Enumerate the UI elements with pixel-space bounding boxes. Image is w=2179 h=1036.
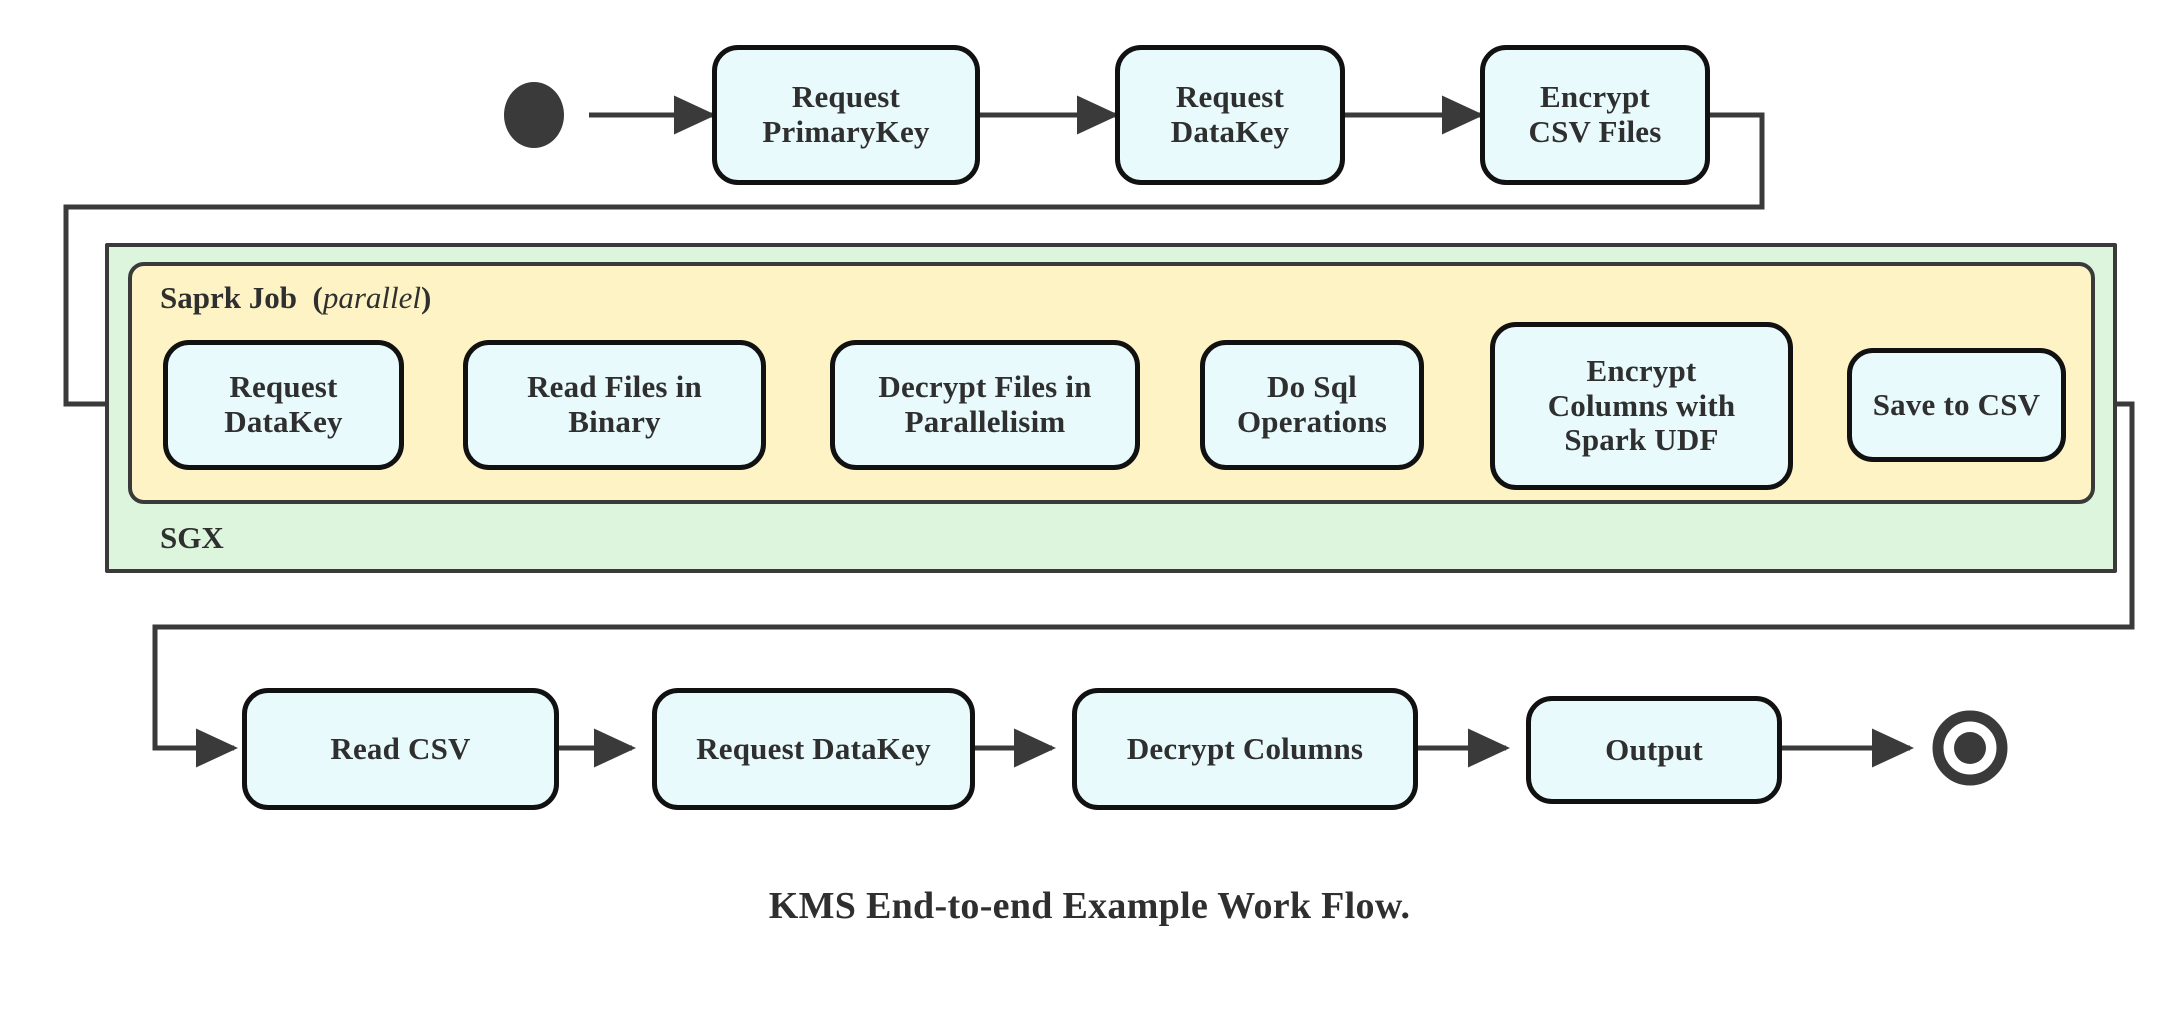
- node-request-datakey-top-line-1: Request: [1175, 79, 1285, 115]
- sgx-label-text: SGX: [160, 520, 224, 555]
- node-request-primarykey[interactable]: Request PrimaryKey: [712, 45, 980, 185]
- spark-job-label: Saprk Job (parallel): [160, 280, 431, 316]
- node-read-files-in-binary-line-2: Binary: [568, 404, 661, 439]
- node-save-to-csv-line-1: Save to CSV: [1872, 386, 2041, 422]
- start-node-icon: [504, 82, 564, 148]
- node-encrypt-columns-with-spark-udf-line-2: Columns with: [1547, 387, 1736, 423]
- spark-job-label-emphasis: parallel: [322, 280, 421, 315]
- node-decrypt-columns-line-1: Decrypt Columns: [1126, 730, 1364, 766]
- node-encrypt-columns-with-spark-udf[interactable]: Encrypt Columns with Spark UDF: [1490, 322, 1793, 490]
- node-read-files-in-binary[interactable]: Read Files in Binary: [463, 340, 766, 470]
- diagram-caption: KMS End-to-end Example Work Flow.: [768, 885, 1411, 927]
- node-decrypt-files-in-parallelisim-line-1: Decrypt Files in: [878, 369, 1092, 405]
- sgx-label: SGX: [160, 520, 224, 556]
- spark-job-label-close-paren: ): [420, 280, 432, 315]
- node-read-csv-line-1: Read CSV: [330, 730, 471, 766]
- node-read-files-in-binary-line-1: Read Files in: [527, 369, 702, 405]
- node-request-datakey-bottom-line-1: Request DataKey: [696, 730, 931, 766]
- node-encrypt-csv-files-line-2: CSV Files: [1528, 114, 1662, 149]
- node-request-primarykey-line-2: PrimaryKey: [762, 114, 930, 149]
- node-encrypt-columns-with-spark-udf-line-1: Encrypt: [1586, 352, 1697, 388]
- node-request-datakey-spark-line-1: Request: [229, 369, 338, 405]
- end-node-icon: [1932, 710, 2008, 786]
- node-decrypt-columns[interactable]: Decrypt Columns: [1072, 688, 1418, 810]
- node-request-datakey-bottom[interactable]: Request DataKey: [652, 688, 975, 810]
- node-do-sql-operations[interactable]: Do Sql Operations: [1200, 340, 1424, 470]
- spark-job-label-main: Saprk Job: [160, 280, 297, 315]
- node-output[interactable]: Output: [1526, 696, 1782, 804]
- node-save-to-csv[interactable]: Save to CSV: [1847, 348, 2066, 462]
- node-do-sql-operations-line-2: Operations: [1236, 404, 1388, 439]
- node-request-datakey-top[interactable]: Request DataKey: [1115, 45, 1345, 185]
- node-do-sql-operations-line-1: Do Sql: [1267, 369, 1357, 405]
- node-request-datakey-spark[interactable]: Request DataKey: [163, 340, 404, 470]
- spark-job-label-open-paren: (: [312, 280, 323, 315]
- node-decrypt-files-in-parallelisim-line-2: Parallelisim: [904, 404, 1066, 439]
- node-request-datakey-spark-line-2: DataKey: [224, 404, 343, 439]
- node-read-csv[interactable]: Read CSV: [242, 688, 559, 810]
- node-request-primarykey-line-1: Request: [791, 79, 901, 115]
- node-encrypt-columns-with-spark-udf-line-3: Spark UDF: [1564, 422, 1719, 458]
- node-decrypt-files-in-parallelisim[interactable]: Decrypt Files in Parallelisim: [830, 340, 1140, 470]
- node-request-datakey-top-line-2: DataKey: [1170, 114, 1290, 149]
- node-encrypt-csv-files[interactable]: Encrypt CSV Files: [1480, 45, 1710, 185]
- node-output-line-1: Output: [1605, 731, 1703, 767]
- node-encrypt-csv-files-line-1: Encrypt: [1540, 79, 1650, 115]
